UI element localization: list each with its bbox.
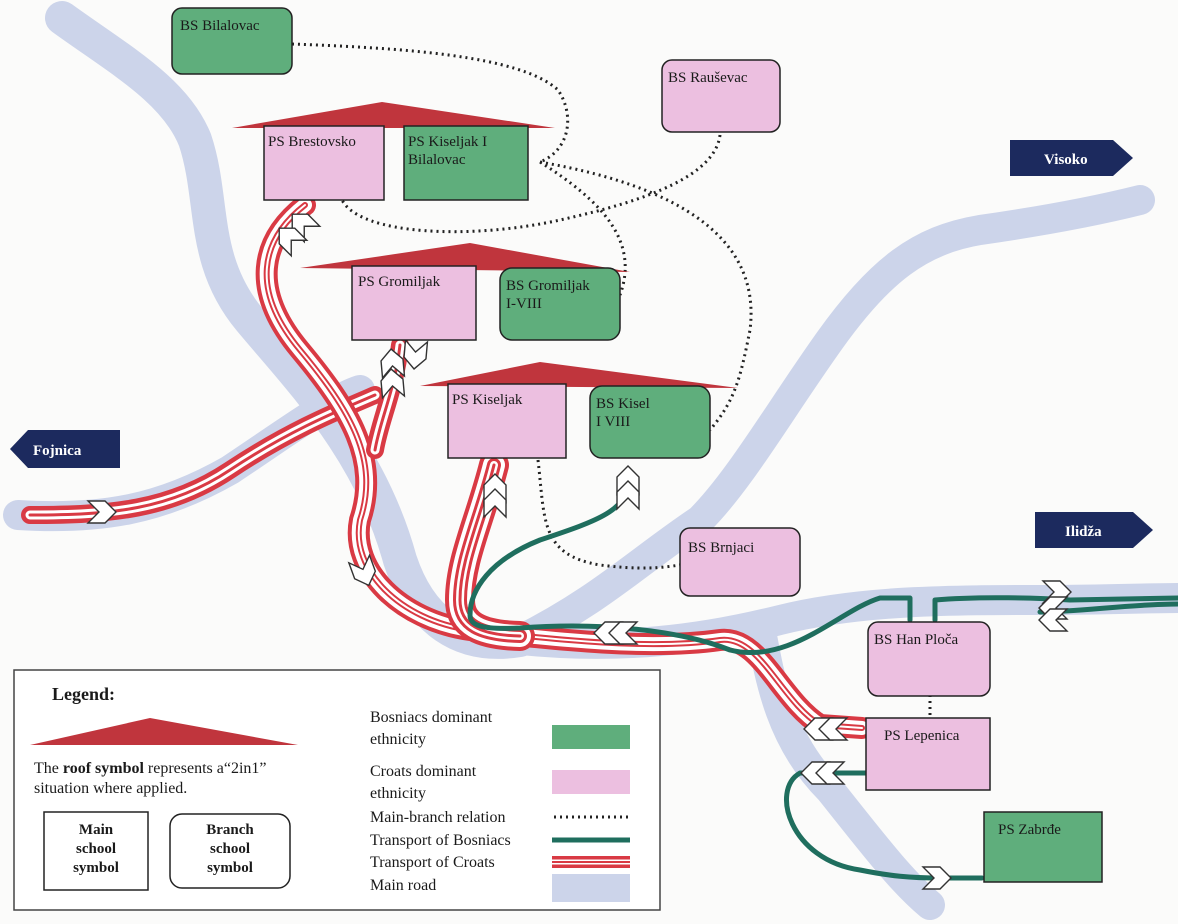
visoko-label: Visoko (1044, 152, 1088, 168)
svg-text:symbol: symbol (207, 860, 253, 876)
bs-kisel-label-2: I VIII (596, 414, 630, 430)
svg-text:Main: Main (79, 822, 114, 838)
legend-title: Legend: (52, 684, 115, 704)
legend-roof-symbol (30, 718, 298, 745)
ps-kiseljak-i-label-2: Bilalovac (408, 152, 466, 168)
bosniacs-lepenica-route (784, 770, 985, 881)
school-ps-lepenica: PS Lepenica (865, 717, 991, 791)
legend-transport-bosniacs-text: Transport of Bosniacs (370, 832, 511, 849)
transport-croats (21, 194, 873, 739)
legend-main-school-symbol: Main school symbol (43, 811, 149, 891)
school-bs-han-ploca: BS Han Ploča (867, 621, 991, 697)
bs-gromiljak-label-1: BS Gromiljak (506, 278, 590, 294)
ps-gromiljak-label: PS Gromiljak (358, 274, 441, 290)
direction-sign-ilidza: Ilidža (1035, 512, 1153, 548)
road-north-east (505, 185, 1155, 655)
legend-bosniacs-text-2: ethnicity (370, 731, 426, 748)
legend: Legend: The roof symbol represents a“2in… (13, 669, 661, 911)
bs-bilalovac-label: BS Bilalovac (180, 18, 260, 34)
ps-lepenica-label: PS Lepenica (884, 728, 960, 744)
croats-brestovsko-route (255, 194, 873, 739)
school-ps-zabrde: PS Zabrđe (983, 811, 1103, 883)
roof-symbol-brestovsko (232, 102, 555, 128)
bs-rausevac-label: BS Rauševac (668, 70, 748, 86)
legend-bosniacs-swatch (552, 725, 630, 749)
relation-bilalovac (291, 42, 570, 164)
school-bs-gromiljak: BS Gromiljak I-VIII (499, 267, 621, 341)
bs-han-ploca-label: BS Han Ploča (874, 632, 959, 648)
school-ps-gromiljak: PS Gromiljak (351, 265, 477, 341)
direction-sign-visoko: Visoko (1010, 140, 1133, 176)
school-ps-kiseljak: PS Kiseljak (447, 383, 567, 459)
ps-kiseljak-label: PS Kiseljak (452, 392, 523, 408)
legend-croats-swatch (552, 770, 630, 794)
ps-zabrde-label: PS Zabrđe (998, 822, 1061, 838)
croats-kiseljak-route (445, 450, 535, 651)
legend-main-branch-text: Main-branch relation (370, 809, 506, 826)
legend-main-road-swatch (552, 874, 630, 902)
svg-text:Branch: Branch (206, 822, 254, 838)
bosniacs-kisel-route (467, 477, 913, 655)
school-ps-brestovsko: PS Brestovsko (263, 125, 385, 201)
legend-branch-school-symbol: Branch school symbol (169, 813, 291, 889)
svg-text:symbol: symbol (73, 860, 119, 876)
svg-text:school: school (210, 841, 250, 857)
legend-croats-text-1: Croats dominant (370, 763, 477, 780)
legend-croats-text-2: ethnicity (370, 785, 426, 802)
bs-brnjaci-label: BS Brnjaci (688, 540, 754, 556)
relation-kiseljaki-kisel (539, 160, 753, 431)
school-bs-brnjaci: BS Brnjaci (679, 527, 801, 597)
school-bs-kisel: BS Kisel I VIII (589, 385, 711, 459)
relation-kiseljaki-gromiljak (539, 160, 627, 296)
bs-gromiljak-label-2: I-VIII (506, 296, 542, 312)
legend-roof-text-1: The roof symbol represents a“2in1” (34, 760, 267, 777)
school-bs-rausevac: BS Rauševac (661, 59, 781, 133)
direction-sign-fojnica: Fojnica (10, 430, 120, 468)
school-ps-kiseljak-i: PS Kiseljak I Bilalovac (403, 125, 529, 201)
road-north-west (45, 1, 537, 659)
ps-brestovsko-label: PS Brestovsko (268, 134, 356, 150)
relation-kiseljak-brnjaci (536, 459, 681, 570)
roof-symbol-kiseljak (420, 362, 738, 388)
legend-bosniacs-text-1: Bosniacs dominant (370, 709, 493, 726)
svg-text:school: school (76, 841, 116, 857)
school-bs-bilalovac: BS Bilalovac (171, 7, 293, 75)
bs-kisel-label-1: BS Kisel (596, 396, 650, 412)
legend-transport-croats-text: Transport of Croats (370, 854, 495, 871)
relation-rausevac (340, 134, 722, 234)
ilidza-label: Ilidža (1065, 524, 1102, 540)
main-branch-relations (291, 42, 932, 720)
legend-roof-text-2: situation where applied. (34, 780, 187, 797)
ps-kiseljak-i-label-1: PS Kiseljak I (408, 134, 487, 150)
legend-main-road-text: Main road (370, 877, 436, 894)
fojnica-label: Fojnica (33, 443, 82, 459)
roof-symbol-gromiljak (300, 243, 630, 272)
